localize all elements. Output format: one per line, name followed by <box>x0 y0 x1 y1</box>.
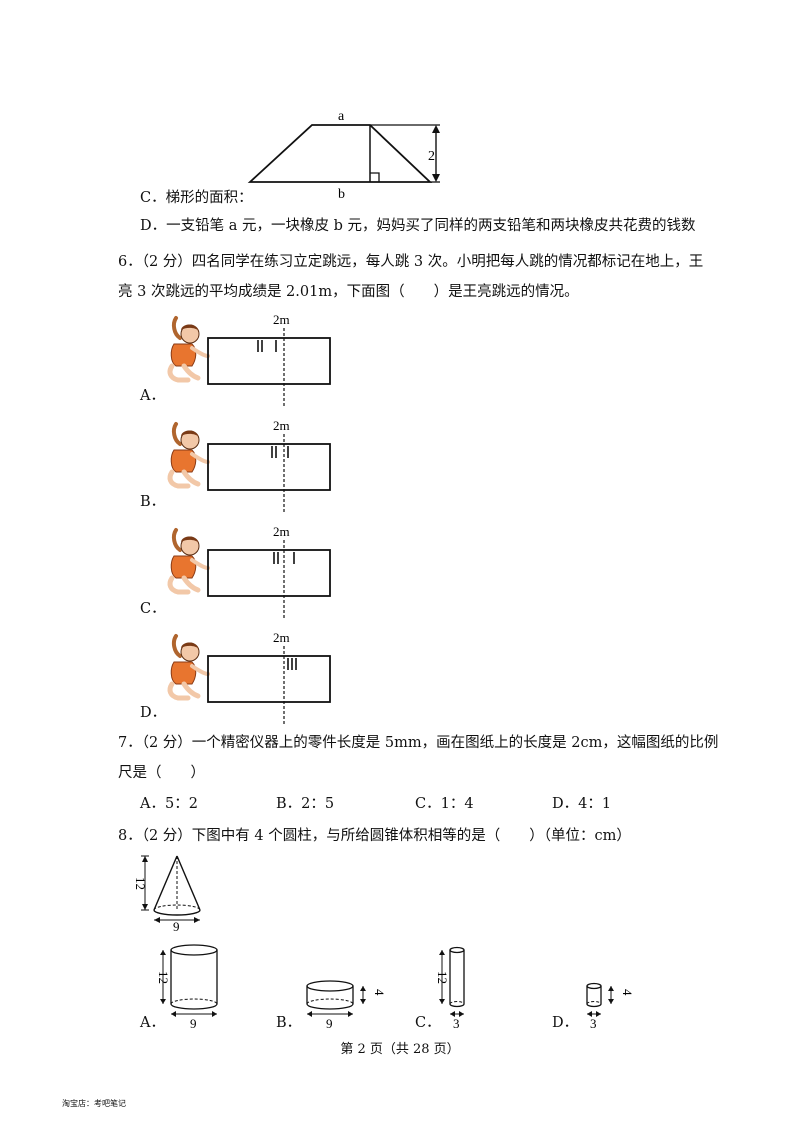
jumping-kid-icon <box>167 316 210 383</box>
cylinder-diameter-label: 3 <box>453 1016 460 1031</box>
cylinder-height-label: 12 <box>435 971 450 984</box>
q8-stem: 8．（2 分）下图中有 4 个圆柱，与所给圆锥体积相等的是（ ）（单位：cm） <box>118 828 631 844</box>
trapezoid-height-label: 2 <box>428 149 435 164</box>
q6-stem-line2: 亮 3 次跳远的平均成绩是 2.01m，下面图（ ）是王亮跳远的情况。 <box>118 284 579 300</box>
trapezoid-diagram: a 2 b <box>247 109 440 200</box>
jumping-kid-icon <box>167 528 210 595</box>
q6-option-label: A． <box>140 388 165 404</box>
jump-board-diagram: 2m <box>207 418 331 512</box>
q6-stem-line1: 6．（2 分）四名同学在练习立定跳远，每人跳 3 次。小明把每人跳的情况都标记在… <box>118 254 704 270</box>
q7-option-d: D．4：1 <box>552 796 612 812</box>
q5-option-d: D．一支铅笔 a 元，一块橡皮 b 元，妈妈买了同样的两支铅笔和两块橡皮共花费的… <box>140 218 696 234</box>
q7-option-c: C．1：4 <box>415 796 474 812</box>
cylinder-diagram: 49 <box>306 980 387 1031</box>
jump-board-diagram: 2m <box>207 630 331 724</box>
shop-watermark: 淘宝店：考吧笔记 <box>62 1099 126 1108</box>
cone-diagram: 12 9 <box>135 855 201 932</box>
trapezoid-top-label: a <box>338 109 345 124</box>
cylinder-diameter-label: 9 <box>326 1016 333 1031</box>
jumping-kid-icon <box>167 634 210 701</box>
cylinder-diagram: 12 3 <box>435 946 465 1031</box>
q7-option-a: A．5：2 <box>140 796 198 812</box>
distance-mark-label: 2m <box>273 524 290 539</box>
jumping-kid-icon <box>167 422 210 489</box>
distance-mark-label: 2m <box>273 312 290 327</box>
q5-option-c: C．梯形的面积： <box>140 190 253 206</box>
distance-mark-label: 2m <box>273 630 290 645</box>
cylinder-height-label: 4 <box>372 989 387 996</box>
trapezoid-bottom-label: b <box>338 187 345 200</box>
cylinder-height-label: 4 <box>620 989 635 996</box>
q8-option-label: D． <box>552 1015 579 1031</box>
page-footer: 第 2 页（共 28 页） <box>340 1042 460 1057</box>
cylinder-height-label: 12 <box>156 971 171 984</box>
cylinder-diagram: 12 9 <box>156 944 218 1031</box>
cylinder-diameter-label: 3 <box>590 1016 597 1031</box>
q6-option-label: C． <box>140 601 166 617</box>
cylinder-diagram: 43 <box>586 982 635 1031</box>
cylinder-diameter-label: 9 <box>190 1016 197 1031</box>
distance-mark-label: 2m <box>273 418 290 433</box>
cone-diameter-label: 9 <box>173 919 180 932</box>
q6-option-label: B． <box>140 494 166 510</box>
jump-board-diagram: 2m <box>207 524 331 618</box>
q8-option-label: C． <box>415 1015 441 1031</box>
q8-option-label: B． <box>276 1015 302 1031</box>
cone-height-label: 12 <box>135 877 148 890</box>
q7-stem-line1: 7．（2 分）一个精密仪器上的零件长度是 5mm，画在图纸上的长度是 2cm，这… <box>118 735 719 751</box>
q7-option-b: B．2：5 <box>276 796 335 812</box>
q8-option-label: A． <box>140 1015 165 1031</box>
jump-board-diagram: 2m <box>207 312 331 406</box>
q6-option-label: D． <box>140 705 167 721</box>
q7-stem-line2: 尺是（ ） <box>118 765 205 781</box>
